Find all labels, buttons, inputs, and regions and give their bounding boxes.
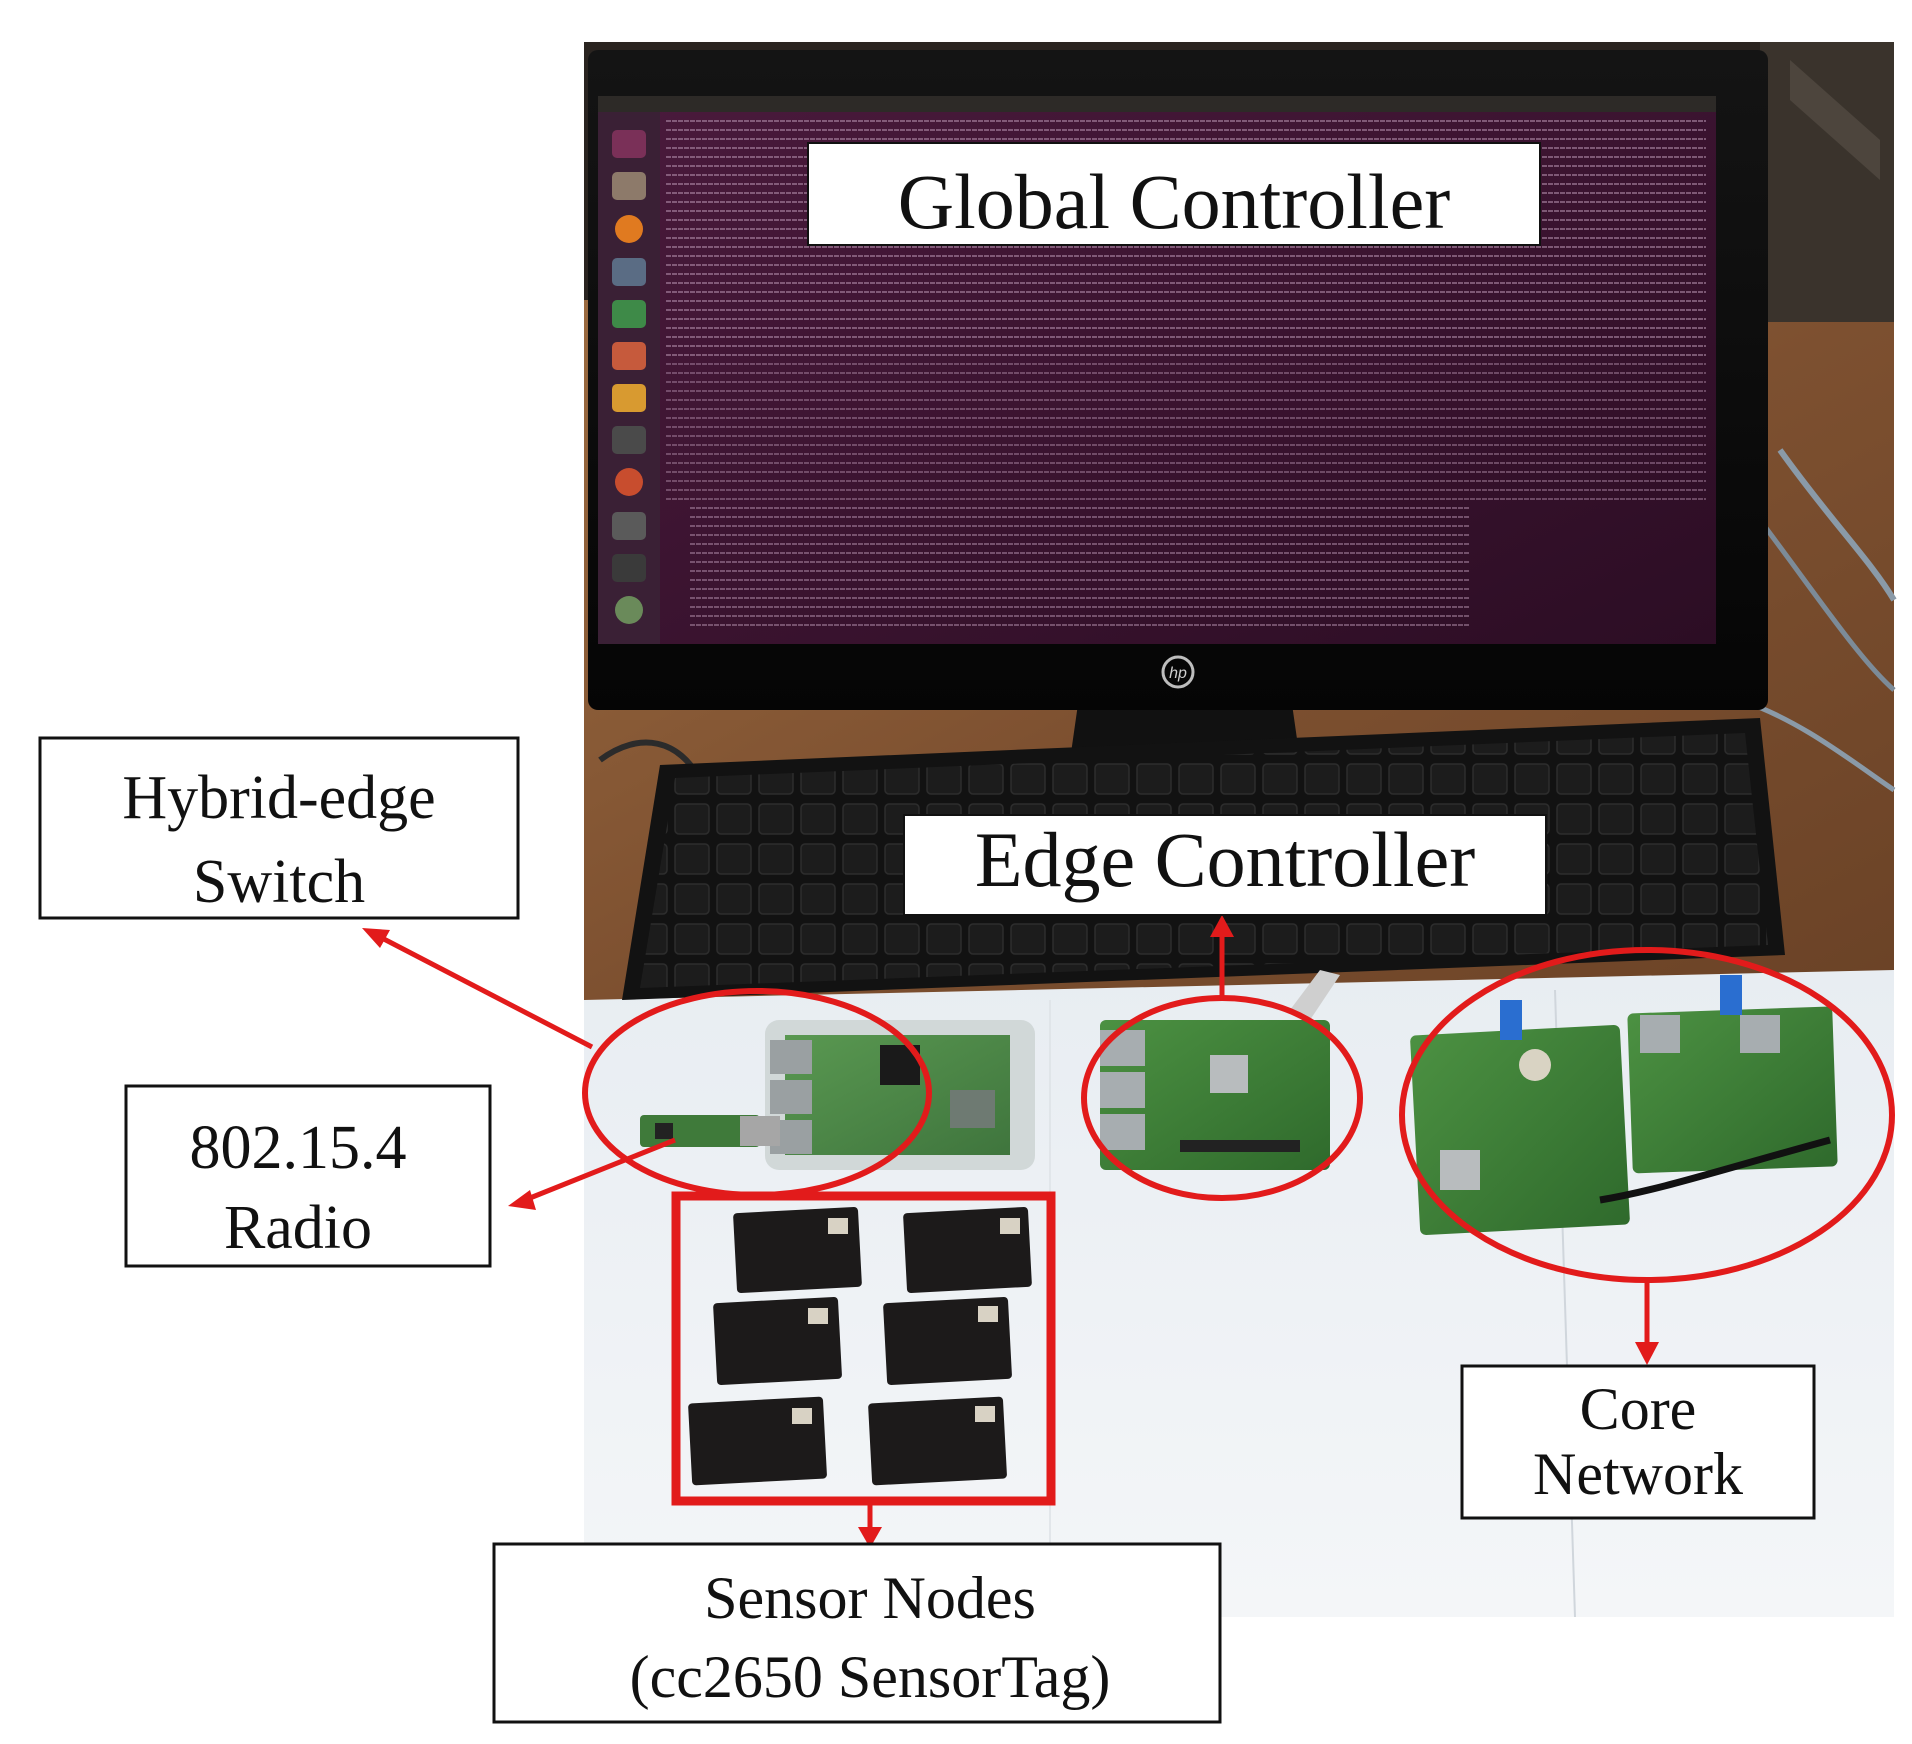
ubuntu-top-bar: [598, 96, 1716, 112]
terminal-text-block-2: [666, 360, 1706, 500]
hybrid-edge-switch-device: [765, 1020, 1035, 1170]
radio-dongle-device: [640, 1115, 780, 1147]
core-network-label: Core Network: [1460, 1364, 1816, 1520]
annotations: [582, 947, 1895, 1506]
radio-text-line2: Radio: [224, 1194, 372, 1262]
radio-arrowhead-icon: [508, 1190, 536, 1210]
hybrid-edge-arrowhead-icon: [362, 928, 390, 948]
sensor-nodes-devices: [688, 1206, 1032, 1486]
hybrid-edge-text-line2: Switch: [193, 848, 365, 916]
hp-logo-icon: [1161, 655, 1195, 689]
hybrid-edge-switch-label: Hybrid-edge Switch: [38, 736, 520, 920]
hybrid-edge-text-line1: Hybrid-edge: [122, 764, 435, 832]
sensor-nodes-arrowhead-icon: [858, 1527, 882, 1548]
radio-text-line1: 802.15.4: [190, 1114, 407, 1182]
launcher-icons: [612, 130, 646, 624]
global-controller-label: Global Controller: [807, 142, 1541, 246]
core-network-text-line1: Core: [1580, 1376, 1697, 1442]
edge-controller-device: [1100, 970, 1340, 1170]
annotation-arrows: [362, 915, 1659, 1548]
sensor-nodes-text-line2: (cc2650 SensorTag): [630, 1644, 1111, 1710]
sensor-nodes-box: [671, 1191, 1056, 1506]
sensor-nodes-label: Sensor Nodes (cc2650 SensorTag): [492, 1542, 1222, 1724]
sensor-nodes-text-line1: Sensor Nodes: [704, 1565, 1036, 1631]
radio-arrow-line: [524, 1137, 676, 1203]
hybrid-edge-arrow-line: [378, 934, 594, 1050]
monitor-brand: hp: [1169, 665, 1187, 682]
edge-controller-arrowhead-icon: [1210, 915, 1234, 937]
core-network-arrowhead-icon: [1635, 1342, 1659, 1365]
terminal-text-block-3: [690, 500, 1470, 630]
edge-controller-text: Edge Controller: [975, 816, 1475, 903]
global-controller-text: Global Controller: [898, 158, 1450, 245]
radio-label: 802.15.4 Radio: [124, 1084, 492, 1268]
core-network-devices: [1410, 975, 1838, 1236]
edge-controller-label: Edge Controller: [903, 814, 1547, 916]
core-network-text-line2: Network: [1533, 1441, 1743, 1507]
